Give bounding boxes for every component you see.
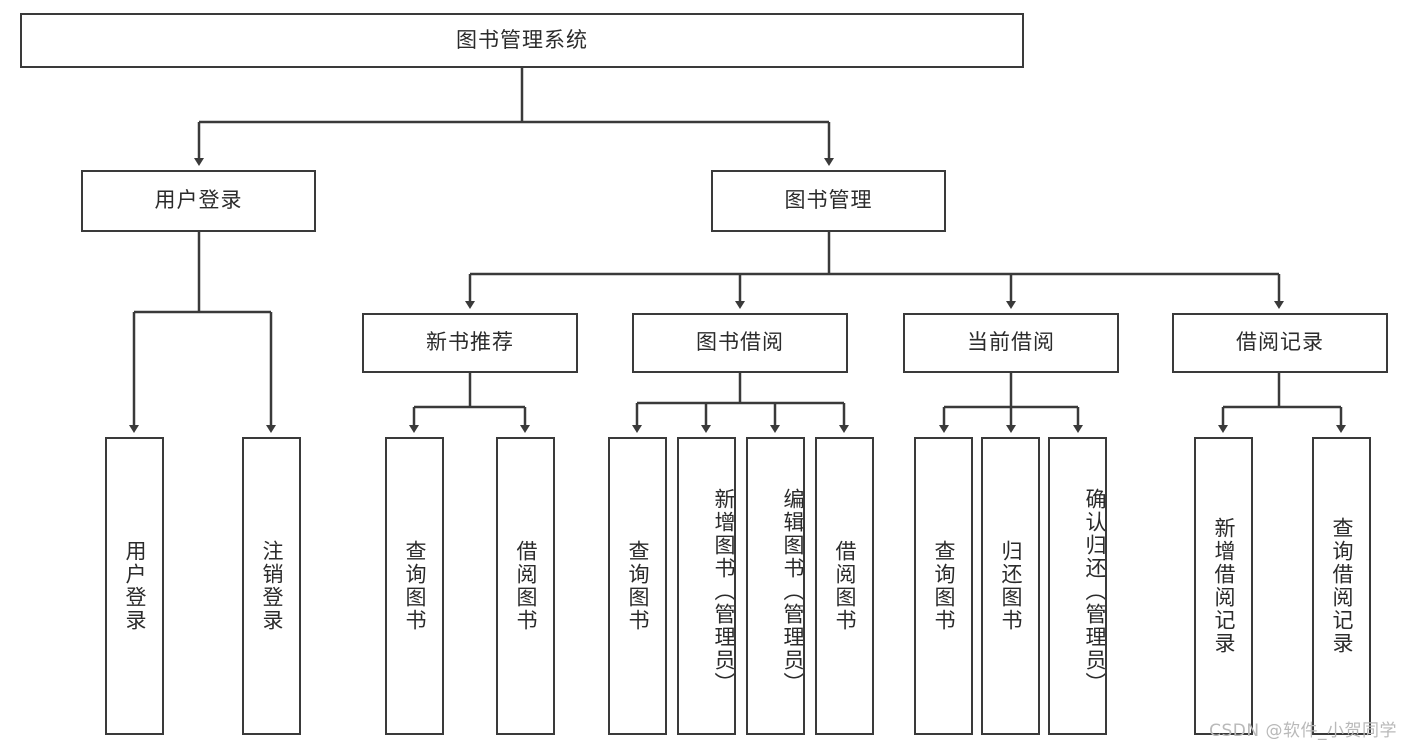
csdn-watermark: CSDN @软件_小贺同学 [1209,721,1397,741]
leaf-query-book-3-label: 查询图书 [932,540,956,632]
node-user-login[interactable]: 用户登录 [81,170,316,232]
node-current-borrow-label: 当前借阅 [967,330,1055,355]
node-new-book-recommend-label: 新书推荐 [426,330,514,355]
node-book-borrow-label: 图书借阅 [696,330,784,355]
leaf-user-login-label: 用户登录 [123,540,147,632]
leaf-add-record[interactable]: 新增借阅记录 [1194,437,1253,735]
leaf-user-logout-label: 注销登录 [260,540,284,632]
node-book-manage[interactable]: 图书管理 [711,170,946,232]
leaf-borrow-book-2[interactable]: 借阅图书 [815,437,874,735]
leaf-return-book-label: 归还图书 [999,540,1023,632]
leaf-borrow-book-1[interactable]: 借阅图书 [496,437,555,735]
leaf-edit-book-label: 编辑图书（管理员） [781,487,805,695]
leaf-user-login[interactable]: 用户登录 [105,437,164,735]
leaf-add-record-label: 新增借阅记录 [1212,517,1236,655]
node-borrow-record-label: 借阅记录 [1236,330,1324,355]
leaf-add-book[interactable]: 新增图书（管理员） [677,437,736,735]
node-book-borrow[interactable]: 图书借阅 [632,313,848,373]
node-current-borrow[interactable]: 当前借阅 [903,313,1119,373]
leaf-return-book[interactable]: 归还图书 [981,437,1040,735]
leaf-query-record[interactable]: 查询借阅记录 [1312,437,1371,735]
leaf-confirm-return-label: 确认归还（管理员） [1083,487,1107,695]
node-user-login-label: 用户登录 [154,188,243,213]
leaf-add-book-label: 新增图书（管理员） [712,487,736,695]
node-root-label: 图书管理系统 [456,27,588,52]
node-book-manage-label: 图书管理 [784,188,873,213]
leaf-query-book-2-label: 查询图书 [626,540,650,632]
leaf-confirm-return[interactable]: 确认归还（管理员） [1048,437,1107,735]
leaf-query-book-3[interactable]: 查询图书 [914,437,973,735]
leaf-query-book-2[interactable]: 查询图书 [608,437,667,735]
leaf-borrow-book-1-label: 借阅图书 [514,540,538,632]
leaf-user-logout[interactable]: 注销登录 [242,437,301,735]
leaf-query-record-label: 查询借阅记录 [1330,517,1354,655]
leaf-query-book-1[interactable]: 查询图书 [385,437,444,735]
leaf-query-book-1-label: 查询图书 [403,540,427,632]
leaf-edit-book[interactable]: 编辑图书（管理员） [746,437,805,735]
node-borrow-record[interactable]: 借阅记录 [1172,313,1388,373]
node-root[interactable]: 图书管理系统 [20,13,1024,68]
node-new-book-recommend[interactable]: 新书推荐 [362,313,578,373]
leaf-borrow-book-2-label: 借阅图书 [833,540,857,632]
